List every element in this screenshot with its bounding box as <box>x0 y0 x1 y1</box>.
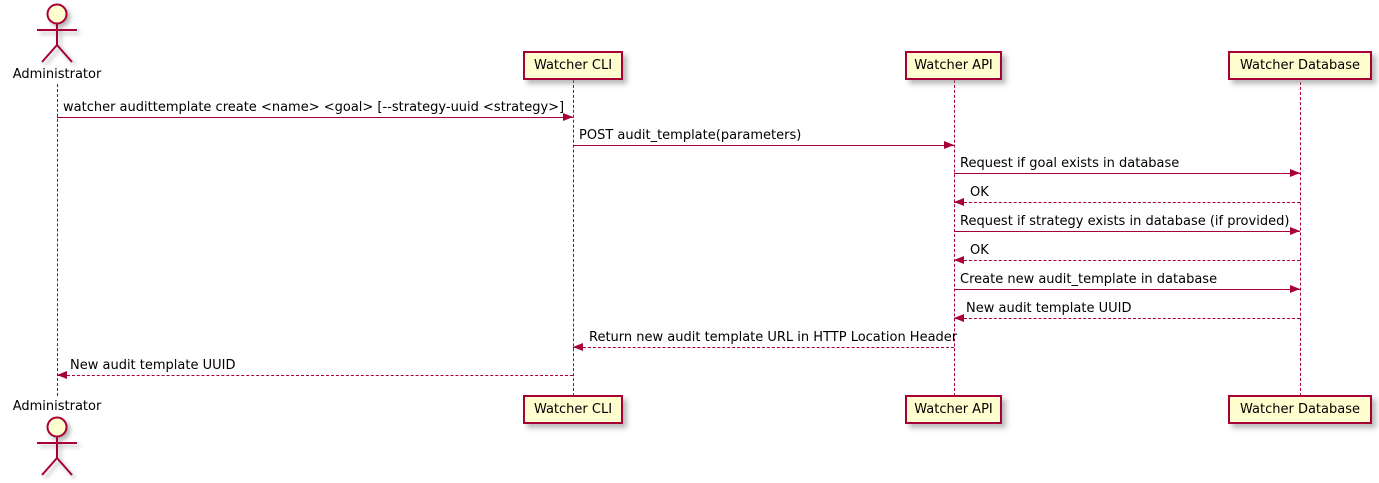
lifeline-watcher-database <box>1299 82 1301 396</box>
message-line <box>57 117 573 118</box>
message-line <box>954 318 1300 319</box>
actor-label-administrator-bottom: Administrator <box>12 399 102 414</box>
participant-box-watcher-api-bottom: Watcher API <box>905 395 1002 424</box>
arrowhead-icon <box>954 198 964 206</box>
arrowhead-icon <box>954 256 964 264</box>
arrowhead-icon <box>57 371 67 379</box>
participant-box-watcher-cli-top: Watcher CLI <box>523 51 623 80</box>
arrowhead-icon <box>1290 227 1300 235</box>
message-line <box>954 173 1300 174</box>
message-label: POST audit_template(parameters) <box>579 128 802 143</box>
message-label: OK <box>970 185 989 200</box>
message-label: watcher audittemplate create <name> <goa… <box>63 100 565 115</box>
arrowhead-icon <box>944 141 954 149</box>
lifeline-watcher-api <box>953 80 955 396</box>
lifeline-administrator <box>56 84 58 396</box>
arrowhead-icon <box>954 314 964 322</box>
message-line <box>954 289 1300 290</box>
administrator-actor-icon <box>37 416 77 476</box>
message-line <box>954 260 1300 261</box>
participant-box-watcher-database-bottom: Watcher Database <box>1228 395 1372 424</box>
message-label: New audit template UUID <box>966 301 1132 316</box>
message-line <box>57 375 573 376</box>
arrowhead-icon <box>1290 169 1300 177</box>
message-line <box>954 202 1300 203</box>
arrowhead-icon <box>573 343 583 351</box>
participant-box-watcher-database-top: Watcher Database <box>1228 51 1372 80</box>
message-label: Request if strategy exists in database (… <box>960 214 1290 229</box>
message-label: OK <box>970 243 989 258</box>
participant-box-watcher-api-top: Watcher API <box>905 51 1002 80</box>
message-label: Create new audit_template in database <box>960 272 1218 287</box>
actor-label-administrator-top: Administrator <box>12 67 102 82</box>
arrowhead-icon <box>563 113 573 121</box>
administrator-actor-icon <box>37 3 77 63</box>
message-label: New audit template UUID <box>70 358 236 373</box>
message-line <box>573 145 954 146</box>
lifeline-watcher-cli <box>572 80 574 396</box>
arrowhead-icon <box>1290 285 1300 293</box>
message-line <box>954 231 1300 232</box>
participant-box-watcher-cli-bottom: Watcher CLI <box>523 395 623 424</box>
message-line <box>573 347 954 348</box>
message-label: Return new audit template URL in HTTP Lo… <box>589 330 958 345</box>
message-label: Request if goal exists in database <box>960 156 1180 171</box>
